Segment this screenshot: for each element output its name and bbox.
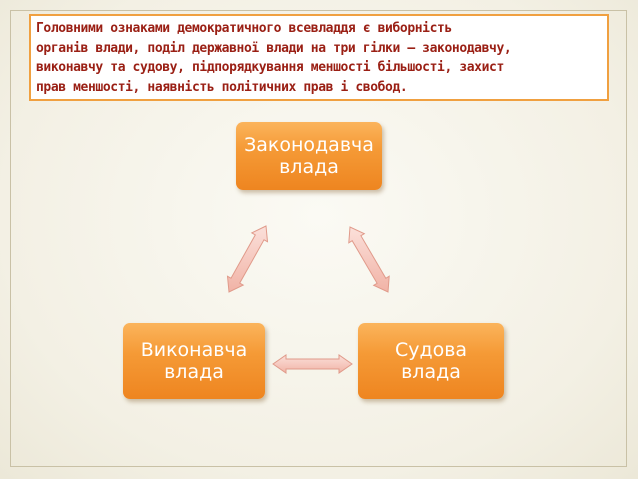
node-label: Законодавча влада xyxy=(244,134,374,178)
intro-line: прав меншості, наявність політичних прав… xyxy=(36,79,408,95)
intro-line: виконавчу та судову, підпорядкування мен… xyxy=(36,60,504,75)
node-judicial-power: Судова влада xyxy=(358,323,504,399)
node-executive-power: Виконавча влада xyxy=(123,323,265,399)
node-label: Судова влада xyxy=(394,339,468,383)
node-legislative-power: Законодавча влада xyxy=(236,122,382,190)
intro-line: органів влади, поділ державної влади на … xyxy=(36,40,512,56)
node-label: Виконавча влада xyxy=(140,339,248,383)
slide-frame xyxy=(10,10,627,467)
arrow-executive-judicial xyxy=(272,354,353,374)
intro-line: Головними ознаками демократичного всевла… xyxy=(36,21,452,36)
arrow-legislative-executive xyxy=(226,225,269,293)
arrow-legislative-judicial xyxy=(348,226,390,293)
intro-text-box: Головними ознаками демократичного всевла… xyxy=(29,14,609,101)
